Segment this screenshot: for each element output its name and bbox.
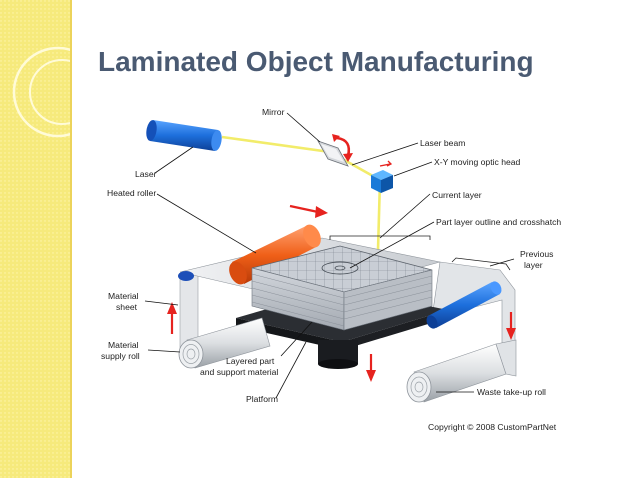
label-platform: Platform <box>246 394 278 404</box>
label-waste-take-up-roll: Waste take-up roll <box>477 387 546 397</box>
laser-beam <box>221 135 382 251</box>
copyright-note: Copyright © 2008 CustomPartNet <box>428 422 557 432</box>
label-supply-roll-1: Material <box>108 340 139 350</box>
stripe-divider <box>70 0 72 478</box>
decorative-ring-inner <box>29 59 70 125</box>
label-mirror: Mirror <box>262 107 285 117</box>
waste-take-up-roll <box>406 339 517 403</box>
label-heated-roller: Heated roller <box>107 188 156 198</box>
label-current-layer: Current layer <box>432 190 482 200</box>
previous-layer-bracket <box>451 257 511 271</box>
label-layered-part-2: and support material <box>200 367 278 377</box>
label-material-sheet-2: sheet <box>116 302 138 312</box>
material-supply-roll <box>178 317 271 369</box>
decorative-ring-outer <box>12 46 70 138</box>
label-laser: Laser <box>135 169 157 179</box>
sheet-feed-arrow-right <box>506 312 516 340</box>
page-title: Laminated Object Manufacturing <box>98 46 534 77</box>
label-part-layer-outline: Part layer outline and crosshatch <box>436 217 561 227</box>
label-material-sheet-1: Material <box>108 291 139 301</box>
label-layered-part-1: Layered part <box>226 356 275 366</box>
mirror <box>317 140 349 167</box>
xy-optic-head <box>371 160 393 193</box>
platform-down-arrow <box>366 354 376 382</box>
laser-unit <box>146 120 222 151</box>
layered-part-stack <box>251 245 433 331</box>
left-guide-roller <box>178 271 194 281</box>
heated-roller-arrow <box>289 204 328 218</box>
leader-lines <box>144 112 515 399</box>
label-previous-layer-2: layer <box>524 260 543 270</box>
label-previous-layer-1: Previous <box>520 249 553 259</box>
label-xy-optic-head: X-Y moving optic head <box>434 157 521 167</box>
label-supply-roll-2: supply roll <box>101 351 140 361</box>
sheet-feed-arrow-left <box>167 302 177 334</box>
current-layer-bracket <box>329 235 431 240</box>
right-guide-roller <box>426 281 502 329</box>
decorative-stripe <box>0 0 70 478</box>
label-laser-beam: Laser beam <box>420 138 465 148</box>
mirror-rotate-arrow <box>332 134 353 162</box>
